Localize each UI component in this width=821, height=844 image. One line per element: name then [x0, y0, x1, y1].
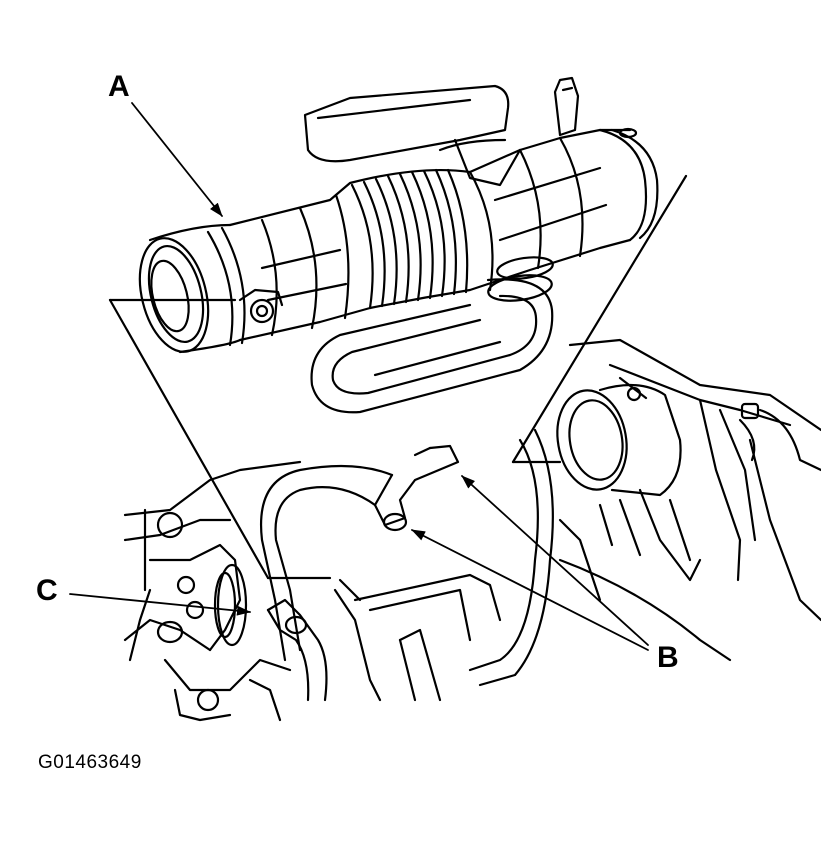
intake-manifold	[558, 338, 821, 662]
callout-b: B	[657, 641, 679, 674]
vacuum-hose	[266, 598, 328, 702]
figure-id: G01463649	[38, 752, 142, 773]
mounting-bracket	[333, 573, 502, 702]
resonator-hose	[310, 256, 554, 414]
leader-c	[69, 593, 251, 616]
callout-c: C	[36, 574, 58, 607]
resonator-box	[303, 84, 522, 187]
throttle-body-inlet	[556, 376, 682, 497]
air-intake-tube	[138, 127, 659, 354]
sensor-fitting	[553, 76, 580, 137]
leader-b-lower	[411, 529, 649, 651]
breather-hoses	[260, 428, 554, 687]
engine-block-left	[123, 460, 302, 722]
detail-frame	[108, 174, 688, 580]
leader-a	[131, 102, 223, 217]
leader-b-upper	[461, 475, 649, 646]
callout-a: A	[108, 70, 130, 103]
leader-lines	[69, 102, 649, 651]
